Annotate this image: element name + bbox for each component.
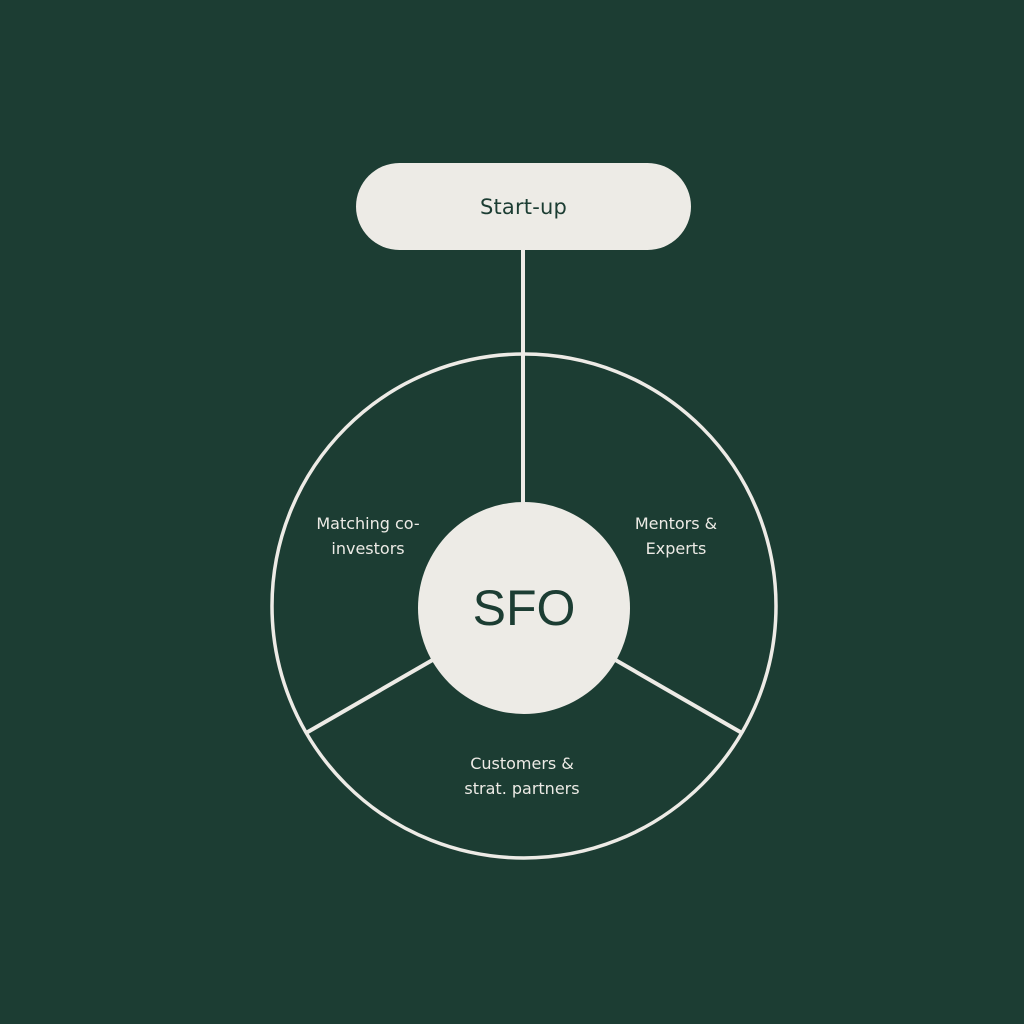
spoke-right [611,656,743,735]
sfo-logo-text: SFO [472,580,576,636]
spoke-left [305,656,437,735]
startup-node: Start-up [356,163,691,250]
startup-label: Start-up [479,194,568,219]
segment-label-co-investors: Matching co- investors [316,514,420,558]
outer-ring [270,352,778,860]
center-disk [418,502,630,714]
segment-label-mentors: Mentors & Experts [634,514,718,558]
segment-label-customers: Customers & strat. partners [464,754,580,798]
sfo-logo: SFO [418,502,630,714]
